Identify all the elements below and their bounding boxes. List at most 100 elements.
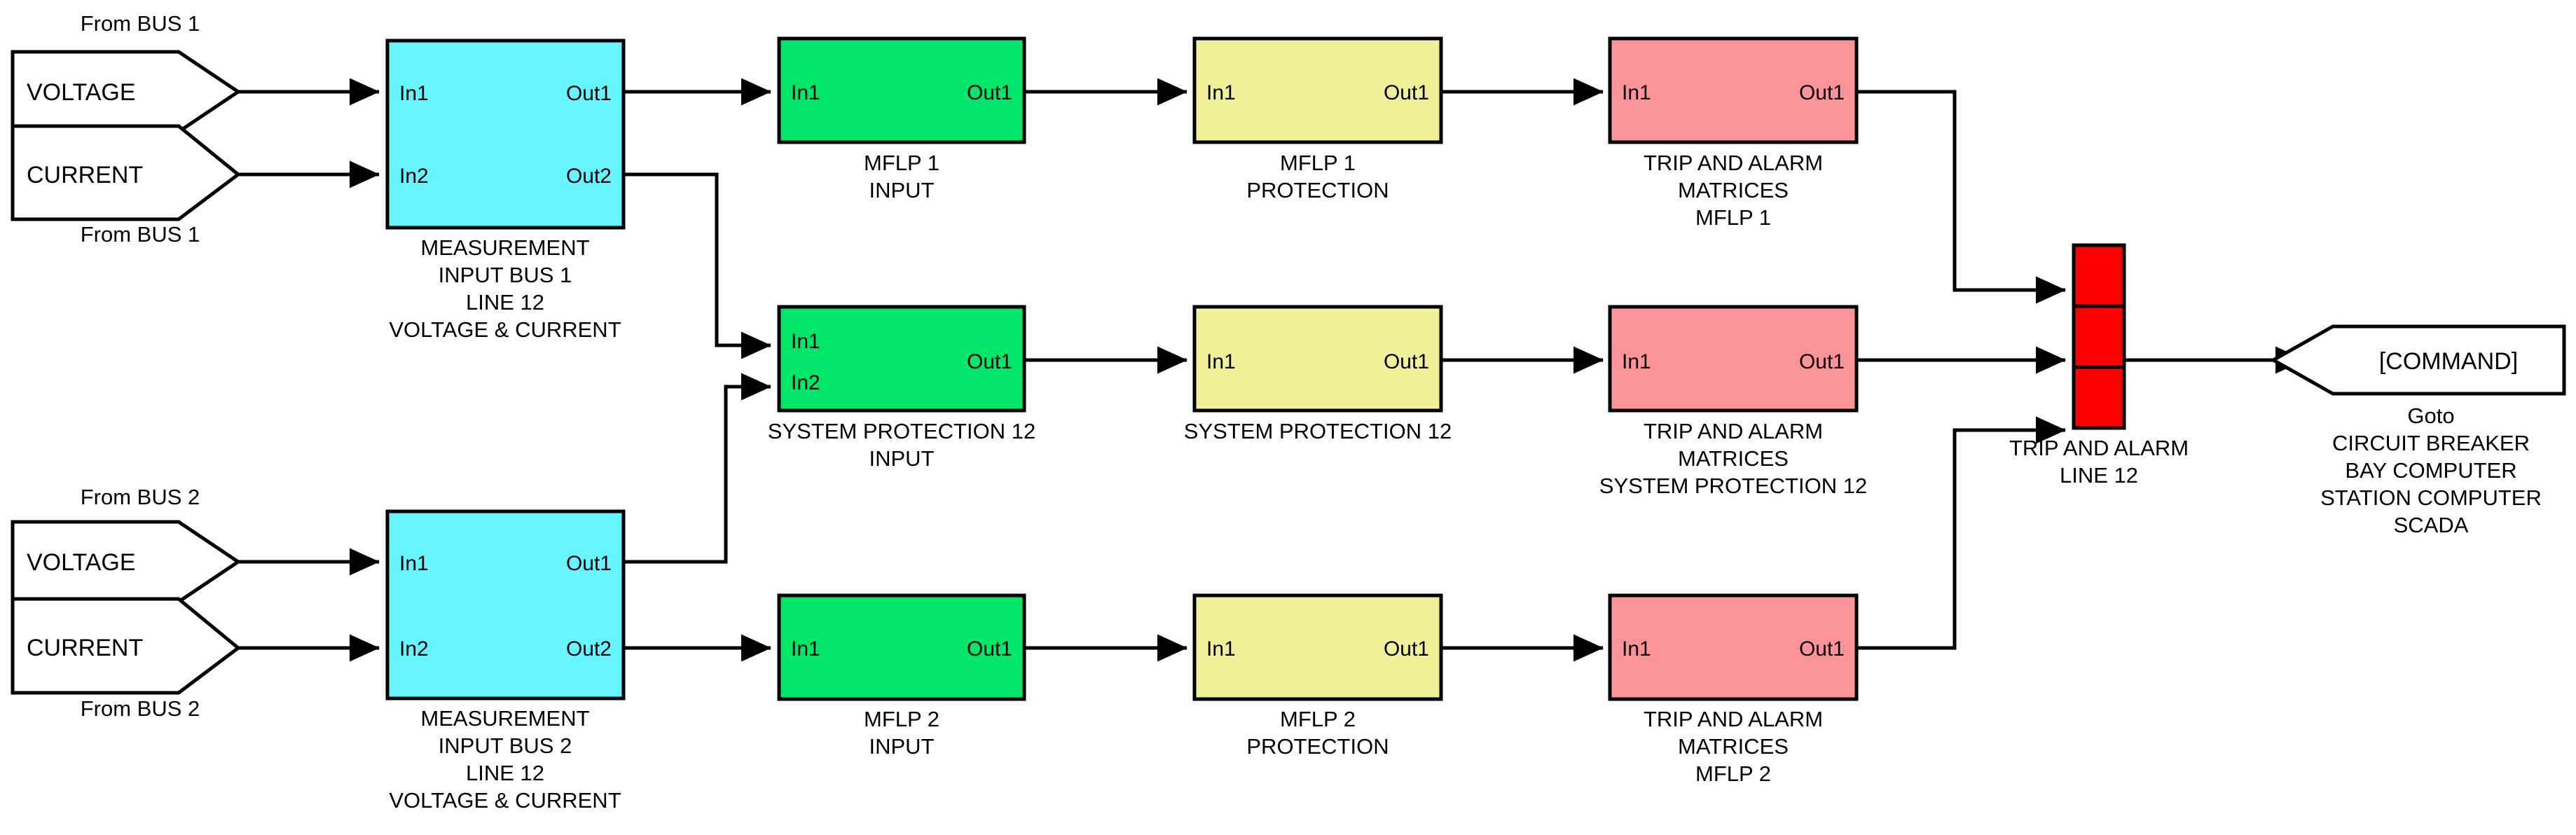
caption-line: MEASUREMENT	[420, 235, 589, 260]
port-out1-label: Out1	[1799, 81, 1845, 104]
port-out1-label: Out1	[1799, 350, 1845, 373]
block-mux-trip-alarm-line-12[interactable]	[2072, 243, 2126, 430]
caption-line: LINE 12	[466, 290, 544, 315]
input-terminal-current-bus1[interactable]: CURRENT	[11, 124, 242, 221]
port-out2-label: Out2	[566, 637, 612, 661]
wire-trip-mflp2-to-mux-in3	[1857, 416, 2067, 650]
caption-line: TRIP AND ALARM	[1644, 151, 1823, 175]
block-system-protection-12-input[interactable]: In1 In2 Out1	[777, 305, 1026, 413]
port-out1-label: Out1	[967, 81, 1012, 104]
caption-line: INPUT	[869, 734, 935, 759]
wire-meas1-out2-to-sysprot12-in1	[624, 172, 772, 359]
caption-line: SYSTEM PROTECTION 12	[1599, 474, 1867, 498]
caption-line: MFLP 2	[1695, 761, 1771, 786]
caption-mux-trip-alarm-line-12: TRIP AND ALARM LINE 12	[2009, 436, 2189, 488]
caption-line: MFLP 2	[1280, 707, 1356, 731]
port-in2-label: In2	[399, 637, 429, 661]
input-terminal-voltage-bus2[interactable]: VOLTAGE	[11, 520, 242, 604]
caption-line: MFLP 1	[1695, 205, 1771, 230]
block-body	[1192, 305, 1443, 413]
port-in2-label: In2	[399, 165, 429, 188]
mux-segment-2	[2072, 304, 2126, 369]
caption-goto-command: Goto CIRCUIT BREAKER BAY COMPUTER STATIO…	[2320, 403, 2542, 537]
caption-measurement-input-bus2: MEASUREMENT INPUT BUS 2 LINE 12 VOLTAGE …	[389, 706, 621, 813]
port-in1-label: In1	[399, 552, 429, 575]
block-body	[385, 509, 626, 701]
caption-line: STATION COMPUTER	[2320, 485, 2542, 510]
block-trip-alarm-matrices-mflp1[interactable]: In1 Out1	[1608, 36, 1859, 144]
block-trip-alarm-matrices-system-protection-12[interactable]: In1 Out1	[1608, 305, 1859, 413]
caption-line: INPUT BUS 1	[439, 263, 572, 287]
caption-line: MATRICES	[1678, 178, 1789, 202]
caption-line: LINE 12	[466, 761, 544, 785]
caption-line: TRIP AND ALARM	[2009, 436, 2189, 460]
caption-line: MFLP 1	[864, 151, 939, 175]
block-measurement-input-bus2[interactable]: In1 In2 Out1 Out2	[385, 509, 626, 701]
port-out1-label: Out1	[566, 82, 612, 105]
caption-trip-alarm-matrices-system-protection-12: TRIP AND ALARM MATRICES SYSTEM PROTECTIO…	[1599, 419, 1867, 498]
caption-system-protection-12: SYSTEM PROTECTION 12	[1184, 419, 1452, 443]
terminal-label: VOLTAGE	[27, 79, 136, 106]
port-in1-label: In1	[399, 82, 429, 105]
port-in1-label: In1	[1206, 637, 1236, 661]
port-out1-label: Out1	[967, 637, 1012, 661]
port-in1-label: In1	[1622, 350, 1651, 373]
wire-meas2-out1-to-sysprot12-in2	[624, 373, 772, 564]
block-body	[1608, 593, 1859, 701]
caption-line: INPUT	[869, 446, 935, 471]
caption-trip-alarm-matrices-mflp2: TRIP AND ALARM MATRICES MFLP 2	[1644, 707, 1823, 786]
terminal-shape	[11, 124, 242, 221]
port-in1-label: In1	[1622, 81, 1651, 104]
caption-system-protection-12-input: SYSTEM PROTECTION 12 INPUT	[768, 419, 1035, 471]
port-in1-label: In1	[791, 330, 820, 353]
port-out1-label: Out1	[566, 552, 612, 575]
terminal-shape	[11, 597, 242, 695]
caption-trip-alarm-matrices-mflp1: TRIP AND ALARM MATRICES MFLP 1	[1644, 151, 1823, 230]
source-note-bus1-bottom: From BUS 1	[81, 222, 200, 247]
source-note-bus2-top: From BUS 2	[81, 485, 200, 509]
input-terminal-current-bus2[interactable]: CURRENT	[11, 597, 242, 695]
mux-segment-1	[2072, 243, 2126, 308]
block-mflp1-protection[interactable]: In1 Out1	[1192, 36, 1443, 144]
block-body	[385, 39, 626, 230]
block-mflp2-protection[interactable]: In1 Out1	[1192, 593, 1443, 701]
block-body	[1192, 36, 1443, 144]
goto-block-command[interactable]: [COMMAND]	[2269, 324, 2566, 396]
caption-line: SCADA	[2394, 513, 2469, 537]
port-out2-label: Out2	[566, 165, 612, 188]
port-in2-label: In2	[791, 371, 820, 394]
caption-line: MATRICES	[1678, 734, 1789, 759]
block-mflp2-input[interactable]: In1 Out1	[777, 593, 1026, 701]
block-mflp1-input[interactable]: In1 Out1	[777, 36, 1026, 144]
port-out1-label: Out1	[1799, 637, 1845, 661]
caption-line: VOLTAGE & CURRENT	[389, 788, 621, 813]
block-body	[777, 305, 1026, 413]
caption-line: MEASUREMENT	[420, 706, 589, 731]
caption-line: PROTECTION	[1246, 178, 1389, 202]
terminal-shape	[11, 520, 242, 604]
caption-mflp2-protection: MFLP 2 PROTECTION	[1246, 707, 1389, 759]
source-note-bus2-bottom: From BUS 2	[81, 696, 200, 721]
block-system-protection-12[interactable]: In1 Out1	[1192, 305, 1443, 413]
port-in1-label: In1	[791, 637, 820, 661]
caption-line: MFLP 1	[1280, 151, 1356, 175]
port-in1-label: In1	[791, 81, 820, 104]
caption-line: PROTECTION	[1246, 734, 1389, 759]
block-trip-alarm-matrices-mflp2[interactable]: In1 Out1	[1608, 593, 1859, 701]
goto-label: [COMMAND]	[2379, 348, 2518, 375]
caption-line: TRIP AND ALARM	[1644, 707, 1823, 731]
caption-measurement-input-bus1: MEASUREMENT INPUT BUS 1 LINE 12 VOLTAGE …	[389, 235, 621, 342]
port-out1-label: Out1	[1384, 81, 1429, 104]
caption-mflp1-protection: MFLP 1 PROTECTION	[1246, 151, 1389, 202]
caption-line: MFLP 2	[864, 707, 939, 731]
port-out1-label: Out1	[1384, 637, 1429, 661]
input-terminal-voltage-bus1[interactable]: VOLTAGE	[11, 50, 242, 134]
mux-segment-3	[2072, 365, 2126, 430]
block-measurement-input-bus1[interactable]: In1 In2 Out1 Out2	[385, 39, 626, 230]
caption-line: VOLTAGE & CURRENT	[389, 317, 621, 342]
caption-line: SYSTEM PROTECTION 12	[1184, 419, 1452, 443]
caption-line: INPUT BUS 2	[439, 733, 572, 758]
caption-line: SYSTEM PROTECTION 12	[768, 419, 1035, 443]
